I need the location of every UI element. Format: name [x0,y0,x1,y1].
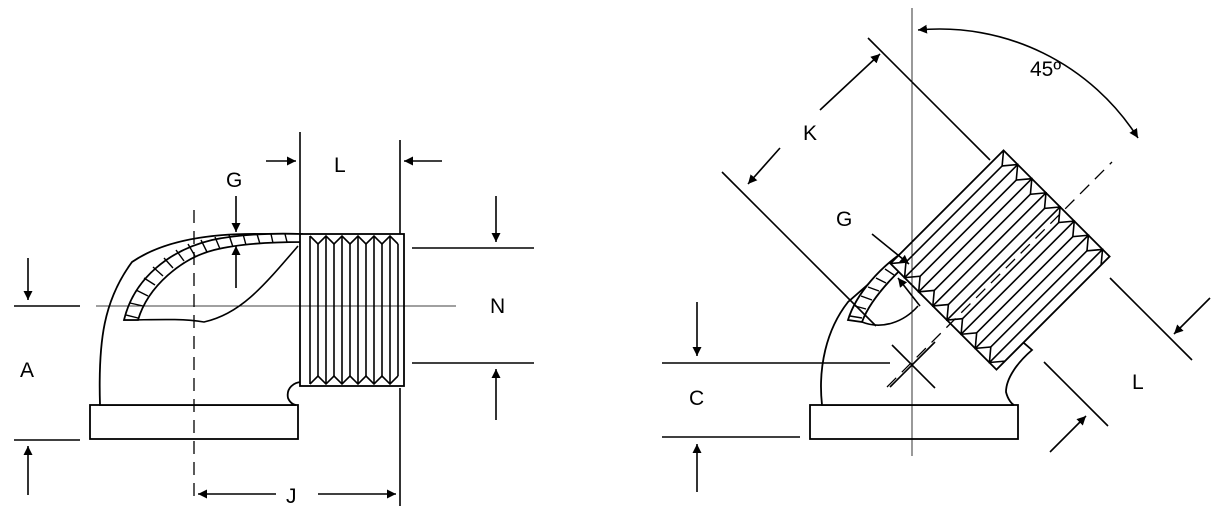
dim-g-right-arrow [871,233,910,265]
dim-k-bottom-arrow [747,147,781,185]
elbow-45-view: K 45º G C L [662,8,1211,492]
right-breakaway-line [861,305,919,326]
label-l-left: L [334,154,346,177]
right-threaded-end [889,149,1111,371]
label-l-right: L [1132,371,1144,394]
label-g-left: G [226,169,242,192]
left-wall-hatch [125,233,288,319]
right-base-flange [809,404,1019,440]
label-c: C [689,387,704,410]
angle-arc [917,24,1139,139]
elbow-90-view: G L N A J [14,132,534,508]
dim-l-right-bottom-arrow [1049,415,1087,453]
label-j: J [286,485,297,508]
label-n: N [490,295,505,318]
right-diagonal-centerline [886,161,1113,388]
centre-cross-a [891,344,936,389]
dim-g-right-inner-arrow [897,277,921,307]
dim-l-right-top-arrow [1173,297,1211,335]
label-g-right: G [836,208,852,231]
label-angle: 45º [1030,58,1061,81]
left-breakaway-line [123,245,299,323]
centre-cross-b [889,341,936,388]
label-a: A [20,359,34,382]
left-threaded-end [299,233,405,387]
dim-k-top-arrow [819,53,881,111]
label-k: K [803,122,817,145]
left-thread-pattern [309,234,399,386]
